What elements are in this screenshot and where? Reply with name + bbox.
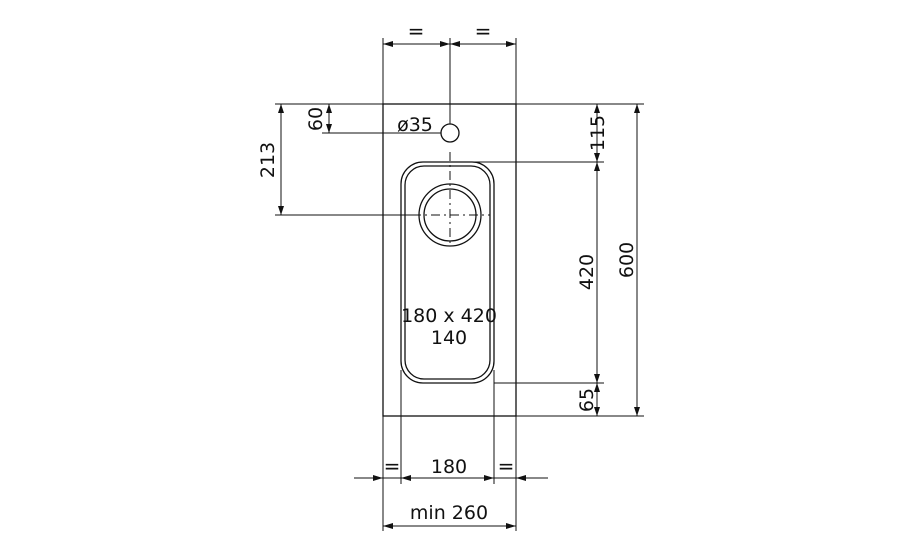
top-equal-dimension: = = <box>382 19 517 104</box>
bowl-size-label: 180 x 420 <box>401 305 497 327</box>
eq-label-bottom-right: = <box>498 454 515 478</box>
tap-hole-diameter-label: ø35 <box>397 114 433 136</box>
left-dimensions: 60 213 ø35 <box>257 103 441 216</box>
bowl-depth-label: 140 <box>431 327 467 349</box>
bottom-cabinet-dimension: min 260 <box>383 502 516 529</box>
sink-bowl <box>400 161 495 384</box>
eq-label-top-right: = <box>475 19 492 43</box>
dim-label-65: 65 <box>576 388 598 412</box>
eq-label-bottom-left: = <box>384 454 401 478</box>
bottom-bowl-dimension: = 180 = <box>354 370 548 531</box>
dim-label-600: 600 <box>616 242 638 278</box>
dim-label-60: 60 <box>305 107 327 131</box>
dim-label-213: 213 <box>257 142 279 178</box>
dim-label-180: 180 <box>431 456 467 478</box>
dim-label-115: 115 <box>587 115 609 151</box>
dim-label-min-260: min 260 <box>410 502 488 524</box>
eq-label-top-left: = <box>408 19 425 43</box>
center-lines <box>412 38 490 245</box>
dim-label-420: 420 <box>576 254 598 290</box>
right-dimensions: 115 420 65 600 <box>450 103 644 417</box>
tap-hole-icon <box>440 123 460 143</box>
